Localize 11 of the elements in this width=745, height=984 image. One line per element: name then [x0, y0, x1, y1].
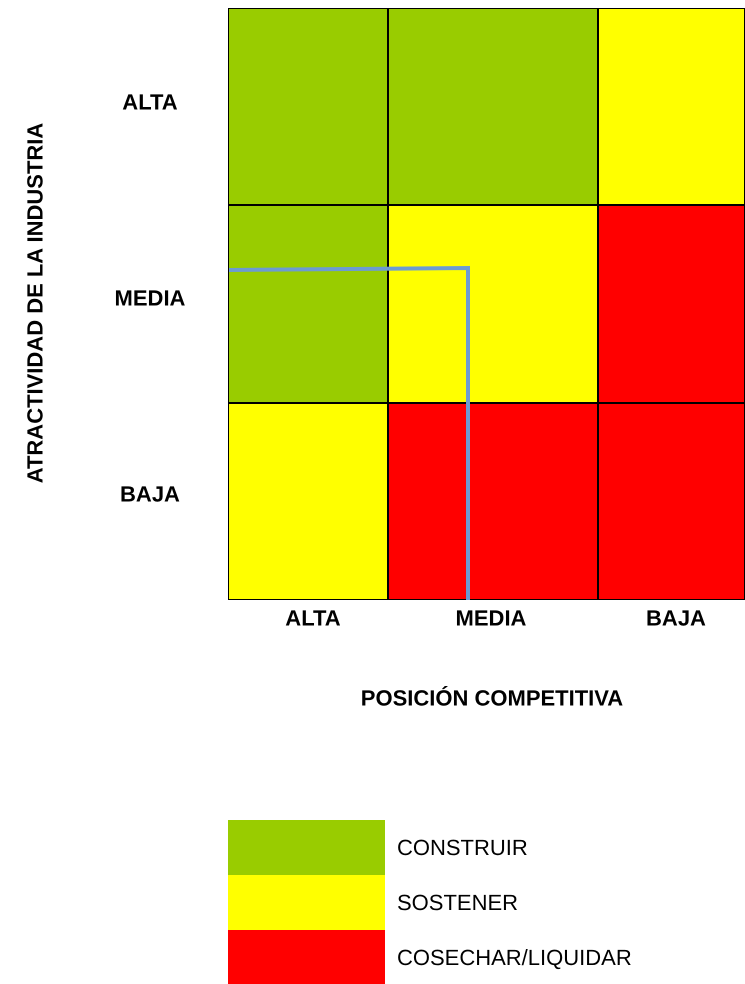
legend-text: CONSTRUIR: [397, 834, 528, 862]
legend-text: COSECHAR/LIQUIDAR: [397, 944, 632, 972]
row-label: ALTA: [122, 88, 178, 116]
row-label: MEDIA: [114, 284, 186, 312]
column-label: ALTA: [285, 604, 341, 632]
row-label: BAJA: [120, 480, 180, 508]
column-label: BAJA: [646, 604, 706, 632]
axis-title: ATRACTIVIDAD DE LA INDUSTRIA: [22, 122, 48, 484]
legend-text: SOSTENER: [397, 889, 518, 917]
column-label: MEDIA: [456, 604, 526, 632]
axis-title: POSICIÓN COMPETITIVA: [360, 684, 624, 712]
